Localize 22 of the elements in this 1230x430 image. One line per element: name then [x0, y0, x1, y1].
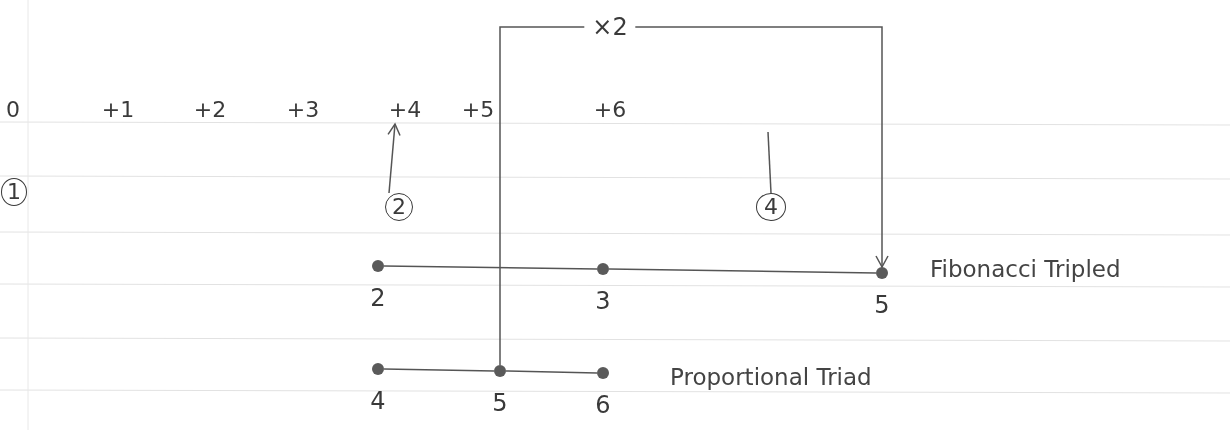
- connector-line: [608, 268, 877, 274]
- connector-line: [383, 368, 495, 372]
- value-label: 3: [595, 289, 611, 313]
- scale-label: +1: [98, 96, 138, 124]
- series-label: Proportional Triad: [670, 366, 872, 389]
- arrow: [499, 26, 889, 366]
- scale-label: +6: [590, 96, 630, 124]
- series-label: Fibonacci Tripled: [930, 258, 1121, 281]
- connector-line: [767, 131, 772, 194]
- value-label: 5: [874, 293, 890, 317]
- connector-line: [383, 265, 598, 270]
- value-label: 5: [492, 391, 508, 415]
- scale-label: +3: [283, 96, 323, 124]
- connector-line: [505, 370, 598, 374]
- scale-label: 0: [2, 96, 24, 124]
- value-label: 6: [595, 393, 611, 417]
- arrow: [387, 123, 401, 194]
- scale-label: +2: [190, 96, 230, 124]
- scale-label: +5: [458, 96, 498, 124]
- scale-label: +4: [385, 96, 425, 124]
- value-label: 2: [370, 286, 386, 310]
- value-label: 4: [370, 389, 386, 413]
